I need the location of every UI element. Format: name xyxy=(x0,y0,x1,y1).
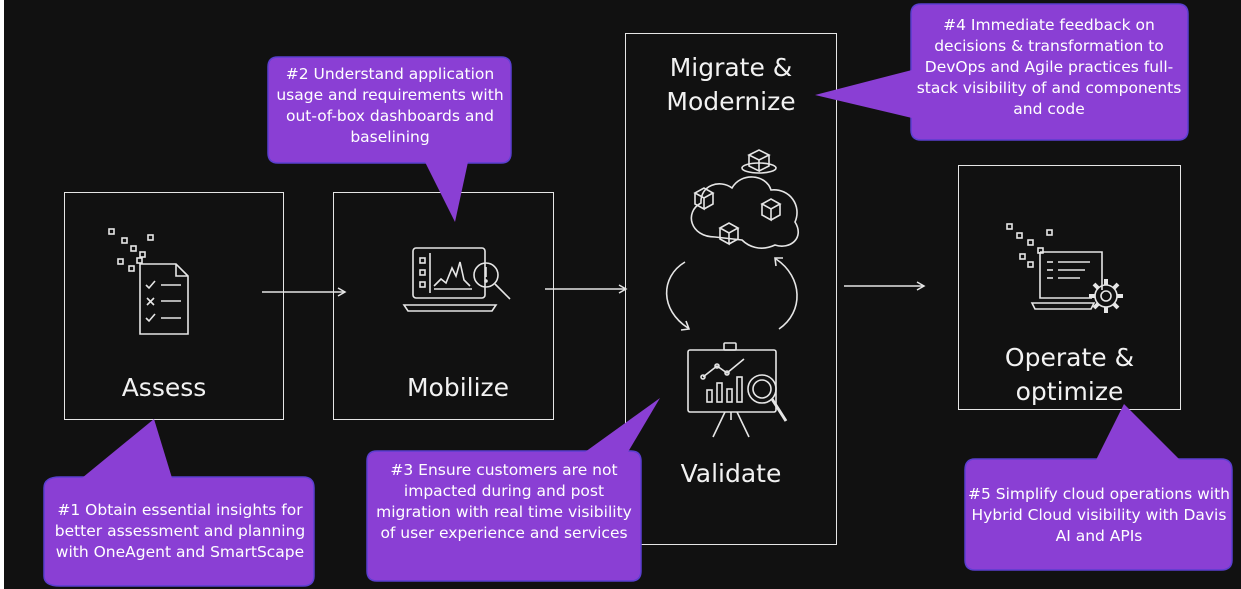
callout-1-text: #1 Obtain essential insights for better … xyxy=(54,501,306,561)
laptop-dashboard-icon xyxy=(402,247,511,312)
mobilize-label: Mobilize xyxy=(406,373,510,402)
operate-optimize-label: Operate & optimize xyxy=(1004,343,1135,406)
cycle-arrows-icon xyxy=(665,257,798,331)
callout-2-shape xyxy=(267,56,512,222)
operate-box xyxy=(958,165,1181,410)
callout-5-shape xyxy=(964,404,1233,571)
assess-label: Assess xyxy=(121,373,207,402)
callout-3-text: #3 Ensure customers are not impacted dur… xyxy=(376,461,632,542)
callout-1-shape xyxy=(43,419,315,587)
callout-2-text: #2 Understand application usage and requ… xyxy=(276,65,504,146)
laptop-gear-icon xyxy=(1006,223,1123,313)
callout-5-text: #5 Simplify cloud operations with Hybrid… xyxy=(968,485,1230,545)
assess-box xyxy=(64,192,284,420)
cloud-cubes-icon xyxy=(690,149,799,249)
validate-label: Validate xyxy=(680,459,782,488)
callout-3-shape xyxy=(366,398,660,582)
callout-4-text: #4 Immediate feedback on decisions & tra… xyxy=(916,16,1182,118)
checklist-document-icon xyxy=(108,228,189,335)
migrate-modernize-label: Migrate & Modernize xyxy=(666,53,796,116)
callout-4-shape xyxy=(815,3,1189,141)
presentation-analytics-icon xyxy=(687,342,788,438)
